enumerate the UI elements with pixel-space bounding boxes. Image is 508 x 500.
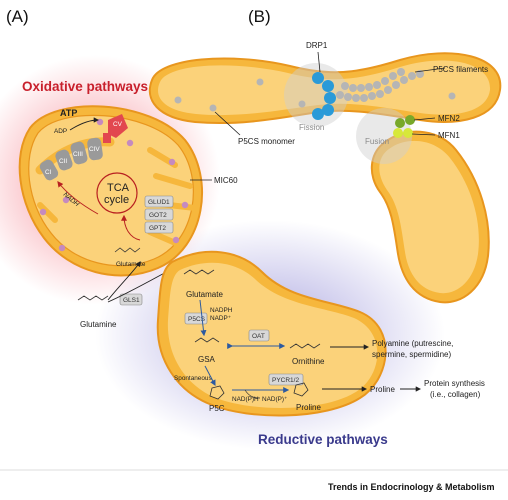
p5c-structure: [209, 385, 225, 400]
protein-label-1: Protein synthesis: [424, 379, 485, 388]
mfn1-leader: [411, 133, 436, 136]
polyamine-label-2: spermine, spermidine): [372, 350, 451, 359]
got2-box: [144, 208, 174, 221]
mfn2-label: MFN2: [438, 114, 460, 123]
nadp2-label: NAD(P)⁺: [262, 396, 287, 403]
tca-label-2: cycle: [104, 194, 129, 206]
p5cs-filaments-label: P5CS filaments: [433, 65, 488, 74]
mfn1-label: MFN1: [438, 131, 460, 140]
mitochondrion-fusion: [370, 130, 490, 304]
tca-label-1: TCA: [107, 182, 130, 194]
fusion-label: Fusion: [365, 137, 389, 146]
oat-box: [248, 329, 270, 342]
nadp-label: NADP⁺: [210, 315, 231, 322]
electron-transport-chain: CI CII CIII CIV CV ATP ADP: [39, 108, 128, 181]
proline-product-label: Proline: [370, 385, 395, 394]
panel-label-b: (B): [248, 7, 271, 26]
nadh-arrow: [57, 181, 99, 215]
ornithine-label: Ornithine: [292, 357, 325, 366]
drp1-label: DRP1: [306, 41, 328, 50]
glutamate-cell-label: Glutamate: [186, 290, 223, 299]
drp1-ring: [312, 72, 336, 120]
panel-label-a: (A): [6, 7, 29, 26]
gsa-to-p5c-arrow: [204, 365, 216, 387]
glutamine-to-mito-arrow: [107, 261, 141, 301]
adp-label: ADP: [54, 128, 67, 135]
gsa-structure: [194, 337, 220, 343]
mfn-proteins: [393, 115, 415, 138]
spontaneous-label: Spontaneous: [174, 375, 212, 382]
glutamate-mito-label: Glutamate: [116, 261, 146, 268]
glud1-box: [144, 195, 174, 208]
drp1-leader: [317, 51, 321, 73]
complex-v: [108, 114, 128, 138]
filaments-leader: [414, 67, 446, 73]
proline-cell-label: Proline: [296, 403, 321, 412]
oxidative-pathways-heading: Oxidative pathways: [22, 79, 148, 94]
p5cs-filaments: [336, 68, 424, 102]
gpt2-label: GPT2: [149, 225, 166, 232]
monomer-leader: [214, 111, 241, 136]
complex-ii: [55, 149, 73, 171]
glutamine-label: Glutamine: [80, 320, 117, 329]
mic60-label: MIC60: [214, 176, 238, 185]
p5cs-monomer-label: P5CS monomer: [238, 137, 295, 146]
protein-label-2: (i.e., collagen): [430, 390, 481, 399]
glud1-label: GLUD1: [148, 199, 170, 206]
cii-label: CII: [59, 158, 67, 165]
gpt2-box: [144, 221, 174, 234]
reductive-pathways-heading: Reductive pathways: [258, 432, 388, 447]
proline-structure: [293, 382, 309, 397]
got2-label: GOT2: [149, 212, 167, 219]
journal-footer: Trends in Endocrinology & Metabolism: [328, 482, 495, 492]
ci-label: CI: [45, 169, 52, 176]
cv-label: CV: [113, 121, 123, 128]
glutamate-to-gsa-arrow: [199, 299, 207, 337]
nadph2-label: NAD(P)H: [232, 396, 259, 403]
gsa-label: GSA: [198, 355, 216, 364]
fission-label: Fission: [299, 123, 324, 132]
pycr-label: PYCR1/2: [272, 377, 299, 384]
ornithine-structure: [289, 343, 321, 349]
tca-cycle: [96, 172, 138, 214]
complex-i: [39, 159, 59, 181]
civ-label: CIV: [89, 146, 100, 153]
mfn2-dot: [395, 118, 405, 128]
polyamine-label-1: Polyamine (putrescine,: [372, 339, 453, 348]
mfn1-dot: [393, 128, 403, 138]
glutamine-structure: [77, 295, 109, 301]
atp-label: ATP: [60, 108, 77, 118]
fusion-zone: [356, 108, 412, 164]
gls1-box: [119, 293, 143, 306]
glutamate-structure-cell: [183, 269, 215, 275]
glutamate-structure-mito: [114, 247, 141, 253]
pycr-box: [268, 373, 304, 386]
glutamate-to-tca-arrow: [121, 214, 141, 241]
p5c-label: P5C: [209, 404, 225, 413]
mitochondrion-reductive: [156, 250, 387, 417]
gls1-label: GLS1: [123, 297, 140, 304]
p5cs-monomers: [174, 78, 456, 112]
oat-label: OAT: [252, 333, 265, 340]
ciii-label: CIII: [73, 151, 83, 158]
nadph-label: NADPH: [210, 307, 233, 314]
p5cs-label: P5CS: [188, 316, 206, 323]
mfn2-leader: [413, 117, 436, 121]
complex-iv: [87, 137, 103, 161]
complex-iii: [70, 141, 88, 165]
